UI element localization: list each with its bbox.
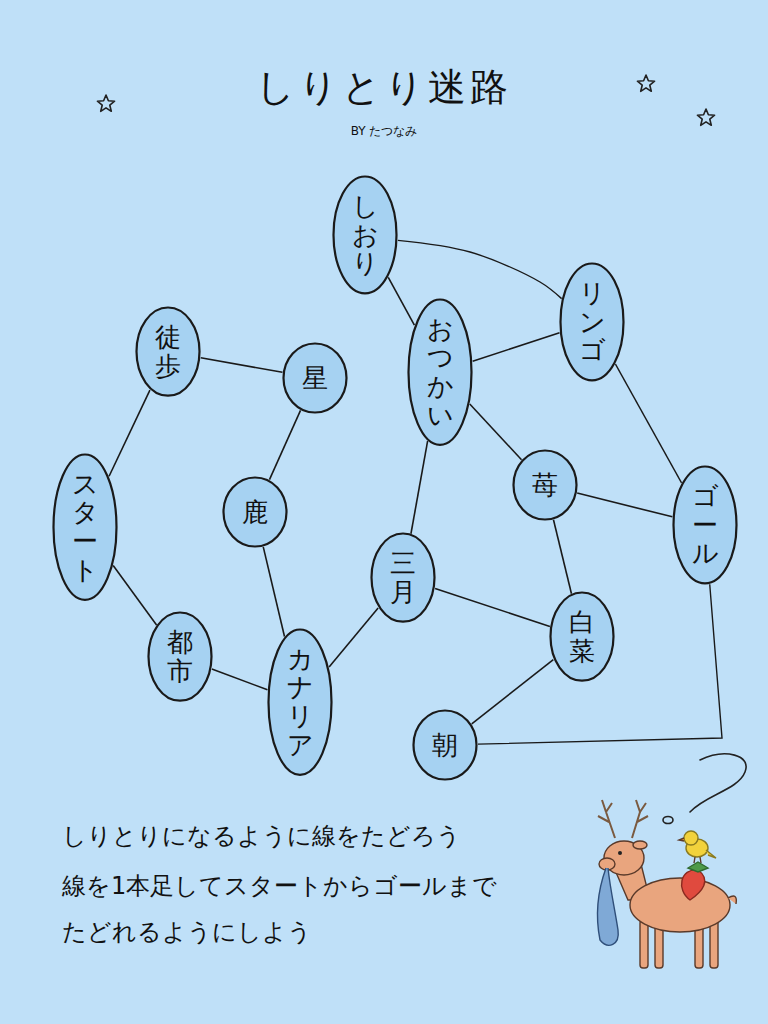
bubble-outline [561, 264, 624, 381]
word-bubble: スタート [52, 453, 118, 601]
connector-line [269, 410, 300, 479]
word-bubble: おつかい [407, 298, 473, 446]
bubble-outline [514, 451, 577, 520]
word-text: 三月 [390, 549, 416, 606]
connector-line [329, 608, 378, 667]
word-text: ゴール [692, 482, 718, 568]
connector-line [478, 584, 722, 744]
word-bubble: 白菜 [549, 591, 615, 682]
word-bubble: 朝 [412, 709, 478, 781]
instruction-text: 線を1本足してスタートからゴールまで たどれるようにしよう [62, 864, 517, 955]
word-text: 星 [302, 364, 328, 393]
word-text: カナリア [287, 645, 313, 759]
author-credit: BY たつなみ [0, 124, 768, 138]
title: しりとり迷路 [0, 62, 768, 113]
bubble-outline [224, 478, 287, 547]
word-text: 鹿 [242, 498, 268, 527]
bubble-outline [269, 629, 332, 774]
bubble-outline [137, 308, 200, 396]
word-text: 朝 [432, 731, 458, 760]
connector-line [263, 547, 284, 637]
connector-line [411, 441, 428, 534]
instruction-text: しりとりになるように線をたどろう [62, 818, 582, 854]
connector-line [473, 333, 560, 362]
word-bubble: リンゴ [559, 262, 625, 382]
word-bubble: ゴール [672, 465, 738, 585]
word-bubble: 苺 [512, 449, 578, 521]
connector-line [553, 520, 571, 594]
bubble-outline [551, 593, 614, 681]
word-bubble: 徒歩 [135, 306, 201, 397]
question-mark-doodle [663, 754, 746, 824]
connector-line [435, 589, 550, 627]
word-bubble: 鹿 [222, 476, 288, 548]
word-text: 徒歩 [155, 323, 181, 380]
bubble-outline [149, 613, 212, 701]
connector-line [577, 493, 672, 517]
connector-line [470, 404, 522, 460]
word-text: スタート [72, 470, 98, 584]
connector-line [388, 277, 414, 325]
word-text: しおり [352, 192, 378, 278]
word-text: おつかい [427, 315, 453, 429]
connector-line [472, 660, 554, 724]
deer-illustration [598, 800, 737, 968]
bubble-outline [409, 299, 472, 444]
word-text: 白菜 [569, 608, 595, 665]
bubble-outline [334, 177, 397, 294]
bubble-outline [284, 344, 347, 413]
connector-line [398, 240, 562, 298]
word-text: 都市 [167, 628, 193, 685]
connector-line [615, 364, 681, 483]
bubble-outline [372, 534, 435, 622]
word-text: 苺 [532, 471, 558, 500]
word-bubble: 星 [282, 342, 348, 414]
connector-line [109, 390, 150, 476]
word-text: リンゴ [579, 279, 605, 365]
connector-line [212, 669, 268, 690]
bubble-outline [414, 711, 477, 780]
word-bubble: カナリア [267, 628, 333, 776]
word-bubble: 三月 [370, 532, 436, 623]
word-bubble: しおり [332, 175, 398, 295]
word-bubble: 都市 [147, 611, 213, 702]
connector-line [201, 358, 283, 372]
connector-line [113, 566, 156, 625]
bubble-outline [54, 454, 117, 599]
bubble-outline [674, 467, 737, 584]
